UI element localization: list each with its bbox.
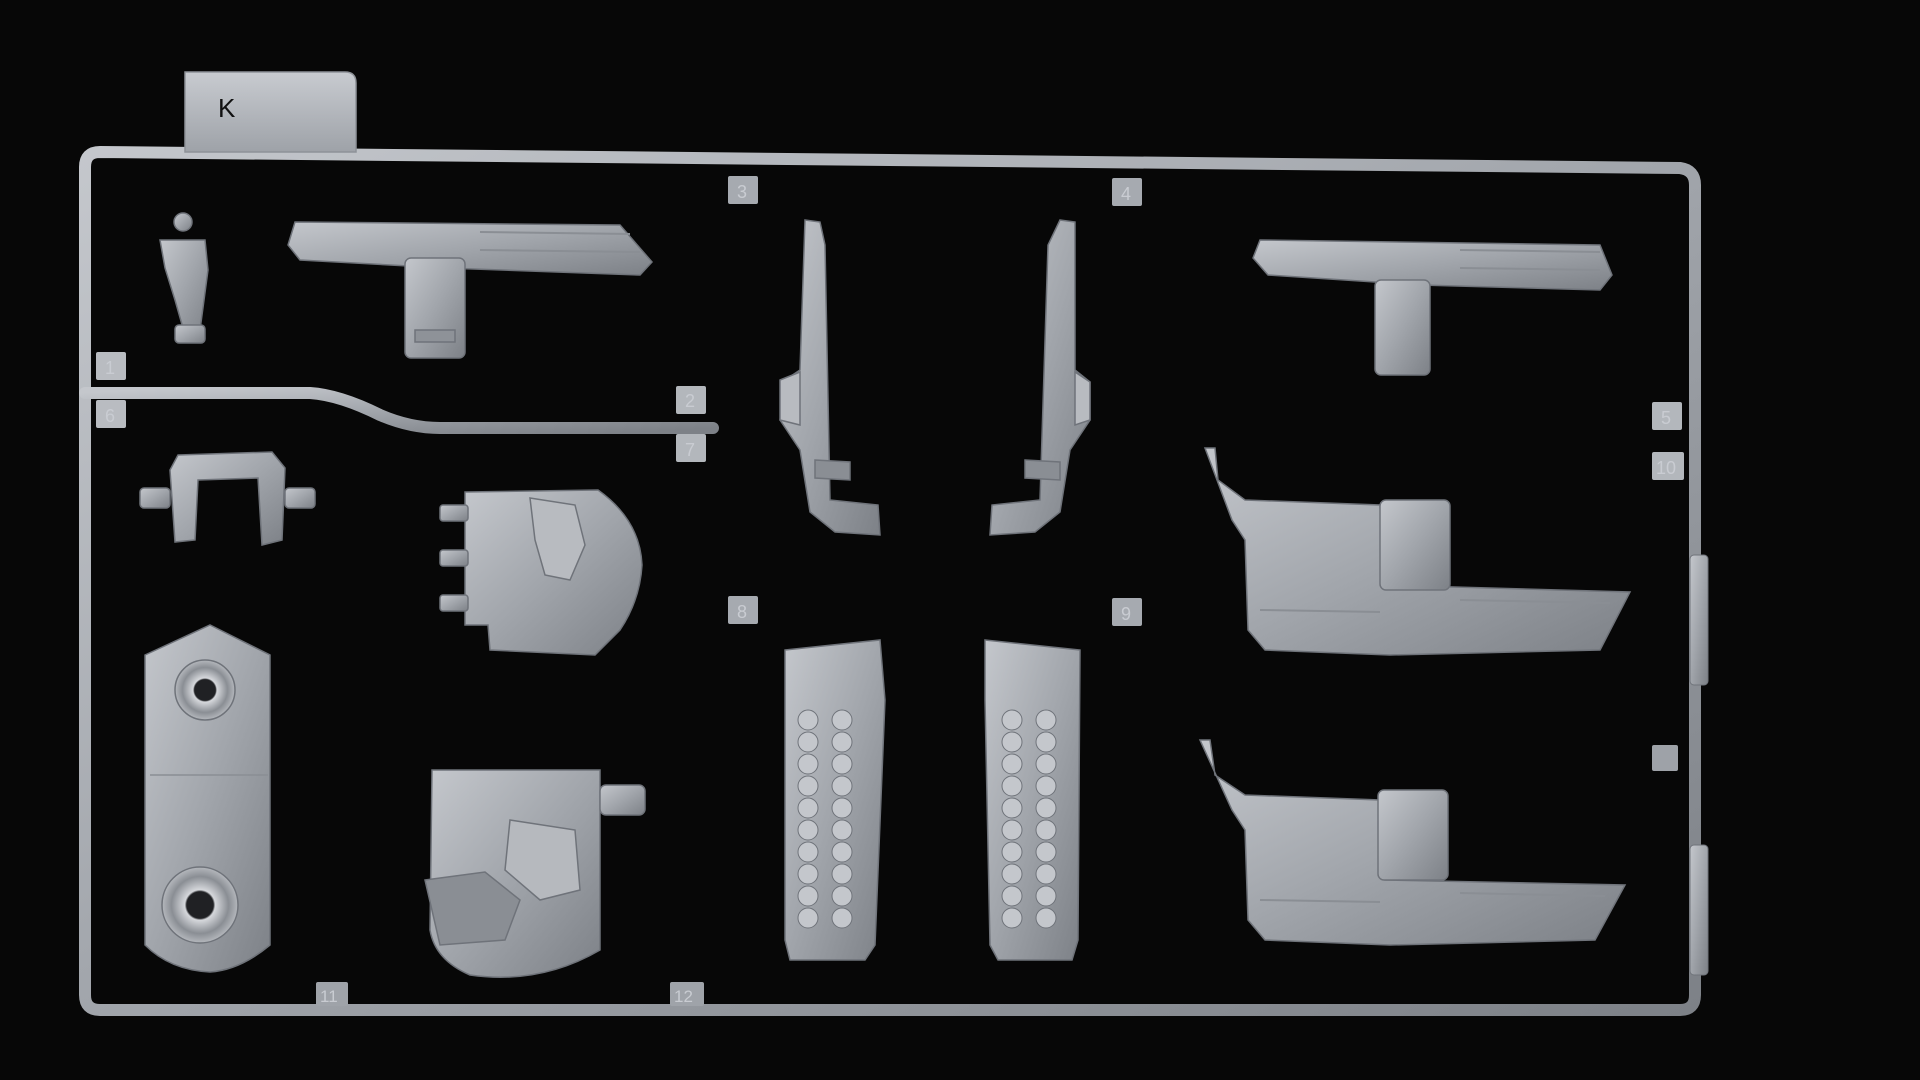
part-number-tab: 11: [316, 982, 348, 1006]
runner-letter-tag: K: [184, 71, 357, 153]
part-number-tab: 8: [728, 596, 758, 624]
part-number-12: 12: [674, 987, 693, 1006]
part-number-tab: 4: [1112, 178, 1142, 206]
part-gun-lower: [1198, 739, 1627, 946]
part-number-5: 5: [1661, 408, 1671, 428]
track-stud: [831, 819, 853, 841]
part-number-7: 7: [685, 440, 695, 460]
part-number-3: 3: [737, 182, 747, 202]
part-number-2: 2: [685, 391, 695, 411]
track-stud: [1035, 753, 1057, 775]
part-frame-right: [989, 219, 1091, 536]
part-number-tabs: 1 2 3 4 5 6 7 8: [96, 176, 1684, 1006]
part-long-barrel-right: [1252, 239, 1613, 376]
part-number-9: 9: [1121, 604, 1131, 624]
part-number-tab: 6: [96, 400, 126, 428]
track-stud: [831, 841, 853, 863]
part-number-tab: 5: [1652, 402, 1682, 430]
part-number-4: 4: [1121, 184, 1131, 204]
part-number-tab: 9: [1112, 598, 1142, 626]
part-number-tab: 3: [728, 176, 758, 204]
track-stud: [1001, 841, 1023, 863]
track-stud: [797, 731, 819, 753]
part-number-6: 6: [105, 406, 115, 426]
part-number-10: 10: [1656, 458, 1676, 478]
track-stud: [1035, 797, 1057, 819]
part-large-disc-plate: [144, 624, 271, 973]
track-stud: [797, 819, 819, 841]
runner-side-tabs: [1689, 554, 1709, 976]
part-number-1: 1: [105, 358, 115, 378]
part-gun-upper: [1203, 447, 1632, 656]
track-stud: [797, 841, 819, 863]
part-number-tab: 10: [1652, 452, 1684, 480]
track-stud: [1035, 907, 1057, 929]
part-track-right: [984, 639, 1081, 961]
runner-gates: [79, 244, 1701, 961]
track-stud: [1035, 841, 1057, 863]
part-frame-left: [779, 219, 881, 536]
part-long-barrel-left: [287, 221, 654, 359]
track-stud: [831, 731, 853, 753]
track-stud: [1035, 731, 1057, 753]
track-stud: [1001, 907, 1023, 929]
track-stud: [797, 775, 819, 797]
track-stud: [797, 709, 819, 731]
track-stud: [831, 753, 853, 775]
track-stud: [1001, 775, 1023, 797]
runner-letter: K: [218, 93, 236, 123]
part-block-upper: [439, 489, 643, 656]
track-stud: [1001, 863, 1023, 885]
part-number-tab: 7: [676, 434, 706, 462]
part-bracket: [139, 451, 316, 546]
part-number-11: 11: [320, 987, 338, 1006]
track-stud: [1001, 885, 1023, 907]
part-small-joint: [159, 212, 209, 344]
track-stud: [1001, 709, 1023, 731]
track-stud: [1035, 863, 1057, 885]
track-studs: [797, 709, 1057, 929]
track-stud: [1035, 819, 1057, 841]
part-number-tab: 12: [670, 982, 704, 1006]
track-stud: [797, 885, 819, 907]
track-stud: [797, 907, 819, 929]
track-stud: [1035, 775, 1057, 797]
track-stud: [831, 907, 853, 929]
track-stud: [1001, 753, 1023, 775]
part-number-8: 8: [737, 602, 747, 622]
track-stud: [831, 885, 853, 907]
track-stud: [831, 709, 853, 731]
track-stud: [1001, 797, 1023, 819]
track-stud: [831, 797, 853, 819]
track-stud: [1035, 709, 1057, 731]
track-stud: [1035, 885, 1057, 907]
track-stud: [831, 775, 853, 797]
track-stud: [1001, 731, 1023, 753]
track-stud: [1001, 819, 1023, 841]
part-block-lower: [424, 769, 646, 978]
track-stud: [797, 863, 819, 885]
blank-tab: [1652, 745, 1678, 771]
part-number-tab: 2: [676, 386, 706, 414]
part-number-tab: 1: [96, 352, 126, 380]
track-stud: [797, 797, 819, 819]
track-stud: [831, 863, 853, 885]
track-stud: [797, 753, 819, 775]
